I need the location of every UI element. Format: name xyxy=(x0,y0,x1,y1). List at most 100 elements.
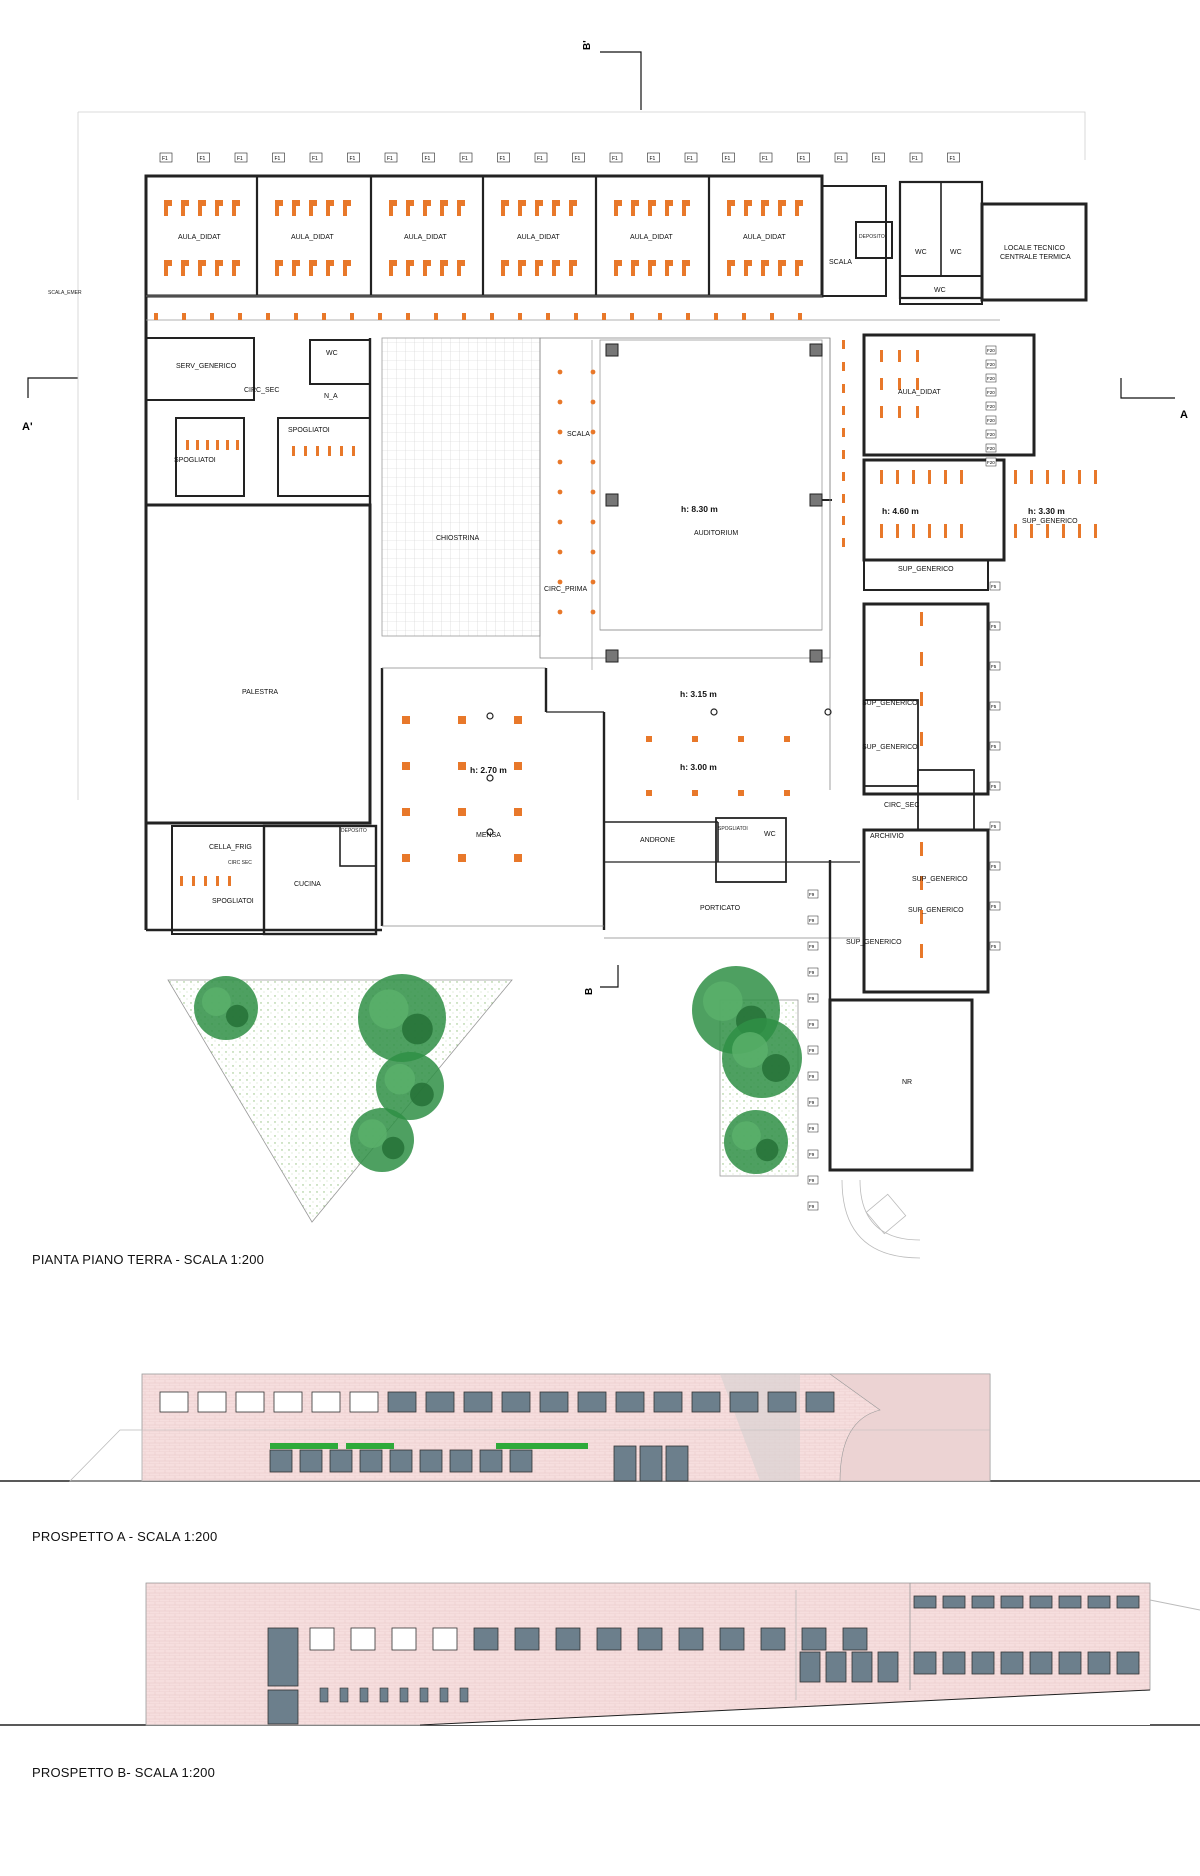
height-label-300: h: 3.00 m xyxy=(680,762,717,772)
room-label-serv-generico: SERV_GENERICO xyxy=(176,363,237,370)
corridor-marker xyxy=(546,313,550,320)
table xyxy=(784,736,790,742)
window xyxy=(801,1627,827,1651)
tree-highlight xyxy=(732,1032,768,1068)
tag-box xyxy=(807,1123,819,1133)
bench xyxy=(216,876,219,886)
desk xyxy=(916,350,919,362)
small-window xyxy=(419,1687,429,1703)
tag-box xyxy=(989,901,1001,911)
room-label-scala-top: SCALA xyxy=(829,259,852,266)
desk xyxy=(1078,524,1081,538)
bench xyxy=(204,876,207,886)
desk xyxy=(782,200,786,206)
desk xyxy=(406,200,410,216)
desk xyxy=(539,260,543,266)
stair-dot xyxy=(590,429,596,435)
tag-box xyxy=(807,993,819,1003)
tag-box xyxy=(647,152,660,163)
desk xyxy=(761,260,765,276)
window-band xyxy=(346,1443,394,1449)
tag-text: F5 xyxy=(991,784,997,789)
desk xyxy=(279,260,283,266)
tag-text: F20 xyxy=(987,418,995,423)
corridor-marker xyxy=(842,362,845,371)
desk xyxy=(920,842,923,856)
desk xyxy=(347,200,351,206)
elevation-b-windows xyxy=(267,1595,1140,1725)
desk xyxy=(761,200,765,216)
desk xyxy=(648,260,652,276)
window xyxy=(419,1449,443,1473)
tag-text: F5 xyxy=(991,664,997,669)
corridor-marker xyxy=(350,313,354,320)
corridor-marker xyxy=(210,313,214,320)
tag-text: F1 xyxy=(312,156,318,162)
desk xyxy=(501,200,505,216)
desk xyxy=(164,260,168,276)
tag-box xyxy=(989,781,1001,791)
window xyxy=(577,1391,607,1413)
desk xyxy=(296,260,300,266)
bench xyxy=(216,440,219,450)
section-mark-b-bottom: B xyxy=(584,988,595,995)
room-label-sup-generico-2: SUP_GENERICO xyxy=(898,566,954,573)
small-window xyxy=(379,1687,389,1703)
window-tag: F1 xyxy=(909,152,923,163)
tag-text: F9 xyxy=(809,1048,815,1053)
tree xyxy=(376,1052,444,1120)
corridor-marker xyxy=(842,384,845,393)
desk xyxy=(423,260,427,276)
tag-box xyxy=(384,152,398,163)
classroom-desks xyxy=(164,200,803,276)
desk xyxy=(744,260,748,276)
corridor-marker xyxy=(266,313,270,320)
tree xyxy=(194,976,258,1040)
desk xyxy=(614,260,618,276)
desk xyxy=(880,470,883,484)
desk xyxy=(880,524,883,538)
desk xyxy=(944,470,947,484)
window xyxy=(479,1449,503,1473)
desk xyxy=(232,200,236,216)
desk xyxy=(686,260,690,266)
room-label-porticato: PORTICATO xyxy=(700,905,741,912)
pillar xyxy=(809,343,823,357)
desk xyxy=(1014,524,1017,538)
window xyxy=(1087,1651,1111,1675)
window xyxy=(311,1391,341,1413)
tag-text: F1 xyxy=(950,156,956,162)
desk xyxy=(727,200,731,216)
window-tag: F1 xyxy=(872,152,885,163)
desk xyxy=(423,200,427,216)
desk xyxy=(960,524,963,538)
window xyxy=(971,1595,995,1609)
desk xyxy=(920,876,923,890)
tag-box xyxy=(609,152,623,163)
window xyxy=(637,1627,663,1651)
desk xyxy=(799,260,803,266)
window xyxy=(596,1627,622,1651)
tag-box xyxy=(234,152,248,163)
desk xyxy=(330,200,334,206)
door xyxy=(825,1651,847,1683)
stair-dot xyxy=(557,369,563,375)
table xyxy=(458,716,466,724)
desk xyxy=(920,944,923,958)
room-label-nr: NR xyxy=(902,1079,912,1086)
room-label-circ-sec: CIRC_SEC xyxy=(244,387,279,394)
section-mark-a-right: A xyxy=(1180,409,1188,421)
tag-text: F20 xyxy=(987,348,995,353)
window xyxy=(942,1651,966,1675)
corridor-marker xyxy=(798,313,802,320)
desk xyxy=(552,200,556,216)
desk xyxy=(799,200,803,206)
room-label-wc-1: WC xyxy=(915,249,927,256)
tag-box xyxy=(807,889,819,899)
kitchen-block xyxy=(146,824,382,936)
section-mark-a-left: A' xyxy=(22,421,33,433)
tree-highlight xyxy=(703,981,743,1021)
desk xyxy=(652,260,656,266)
desk xyxy=(765,260,769,266)
